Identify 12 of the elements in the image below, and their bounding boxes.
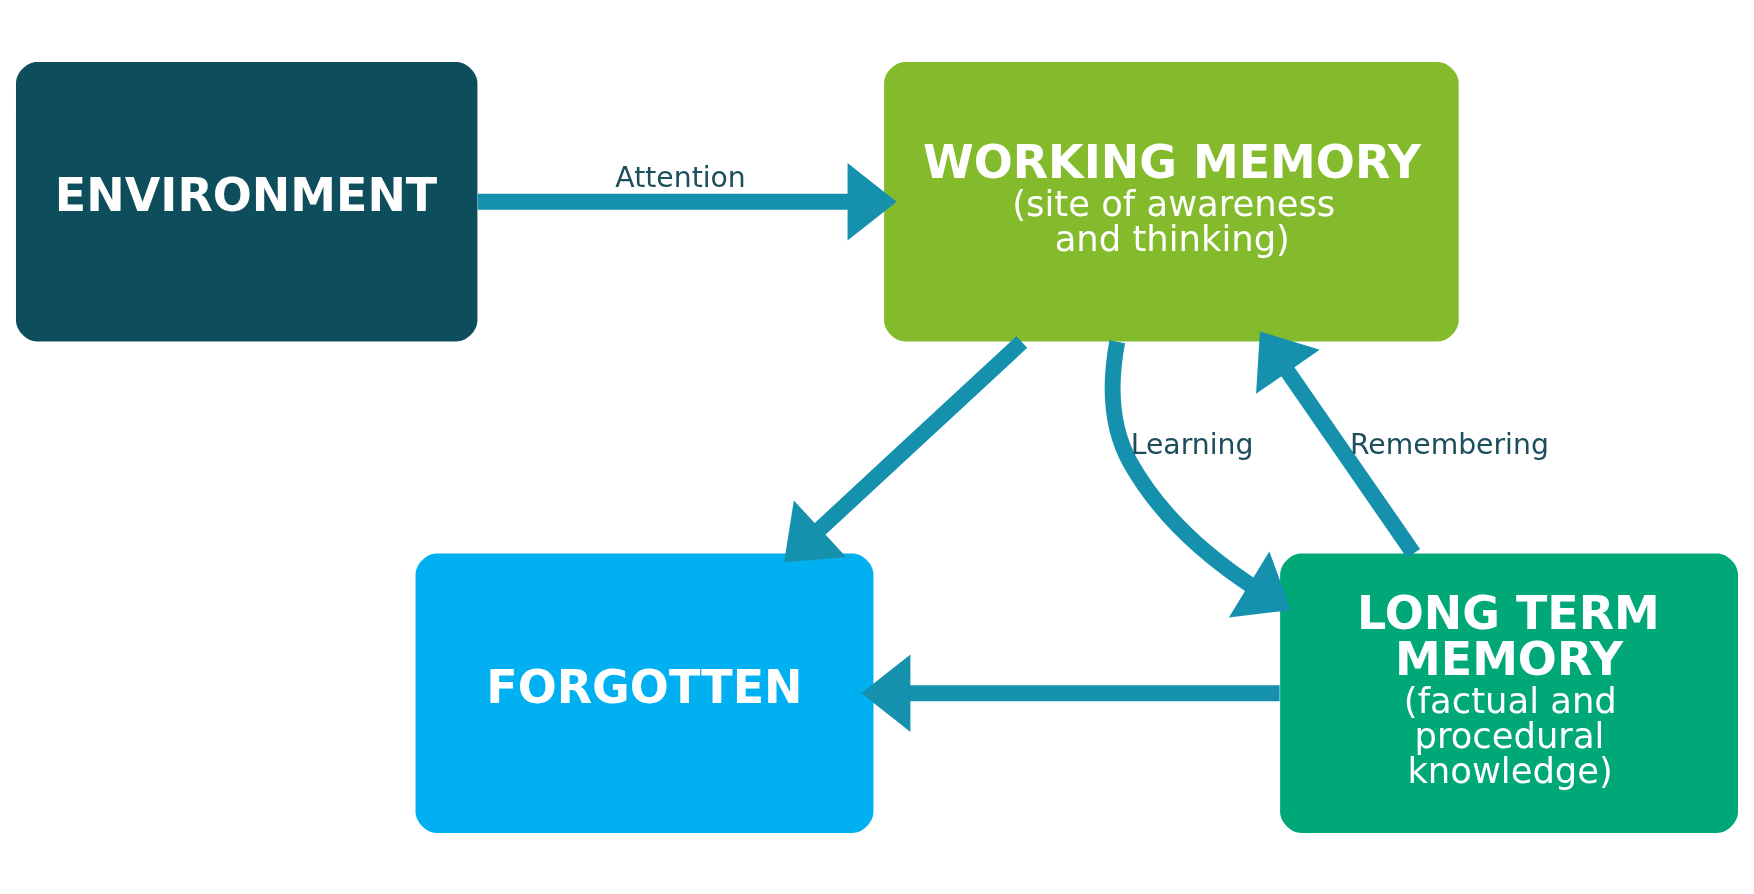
node-box: FORGOTTEN <box>415 553 874 833</box>
arrow <box>784 335 1028 562</box>
arrow <box>861 654 1280 732</box>
arrow <box>1104 339 1291 617</box>
node-box: WORKING MEMORY (site of awareness and thinking) <box>884 61 1459 341</box>
node-box: ENVIRONMENT <box>16 61 478 341</box>
edge-label: Learning <box>1130 427 1254 461</box>
edge-label: Remembering <box>1349 427 1549 461</box>
node-box: LONG TERM MEMORY (factual and procedural knowledge) <box>1280 553 1738 833</box>
edge-label: Attention <box>615 160 746 194</box>
arrow <box>477 162 897 240</box>
arrow <box>1256 330 1421 558</box>
